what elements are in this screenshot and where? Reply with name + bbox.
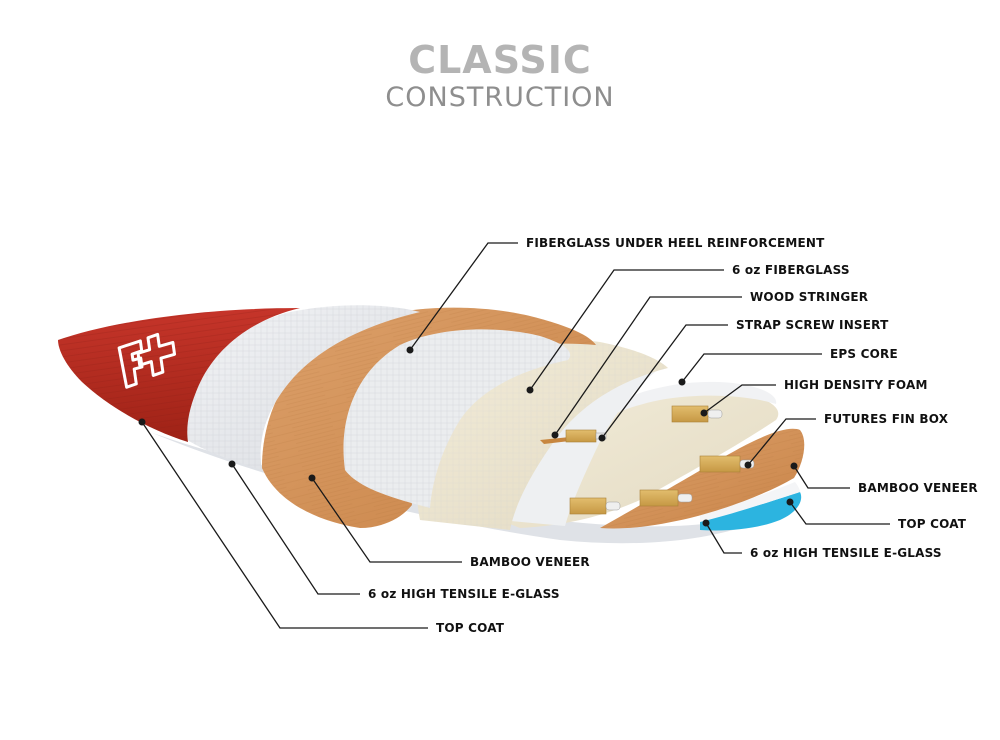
arrowhead-wood-stringer [551, 431, 559, 439]
red-top-coat-grain [58, 308, 300, 442]
label-eps-core: EPS CORE [830, 347, 898, 361]
top-e-glass-weave [180, 305, 420, 470]
leader-top-coat-right [789, 501, 890, 525]
label-e-glass-right: 6 oz HIGH TENSILE E-GLASS [750, 546, 942, 560]
label-e-glass-left: 6 oz HIGH TENSILE E-GLASS [368, 587, 560, 601]
leader-fiberglass-6oz [529, 269, 724, 391]
arrowhead-e-glass-right [702, 519, 710, 527]
leader-lines [141, 242, 890, 629]
label-fiberglass-heel: FIBERGLASS UNDER HEEL REINFORCEMENT [526, 236, 825, 250]
label-strap-screw-insert: STRAP SCREW INSERT [736, 318, 889, 332]
callout-labels: FIBERGLASS UNDER HEEL REINFORCEMENT 6 oz… [368, 236, 978, 635]
title-sub: CONSTRUCTION [385, 82, 615, 113]
leader-arrowheads [138, 346, 798, 527]
label-bamboo-veneer-right: BAMBOO VENEER [858, 481, 978, 495]
diagram-title: CLASSIC CONSTRUCTION [0, 38, 1000, 114]
bottom-top-coat-blue [700, 492, 802, 531]
bottom-e-glass-rail [150, 432, 740, 544]
leader-fiberglass-heel [409, 242, 518, 351]
leader-bamboo-veneer-right [793, 465, 850, 489]
leader-e-glass-right [705, 522, 742, 554]
leader-bamboo-veneer-left [311, 477, 462, 563]
fin-box-lower-left [569, 497, 621, 515]
arrowhead-fiberglass-6oz [526, 386, 534, 394]
leader-e-glass-left [231, 463, 360, 595]
fin-box-lower-right [639, 489, 693, 507]
leader-eps-core [681, 353, 822, 383]
label-fiberglass-6oz: 6 oz FIBERGLASS [732, 263, 850, 277]
arrowhead-e-glass-left [228, 460, 236, 468]
label-high-density-foam: HIGH DENSITY FOAM [784, 378, 928, 392]
heel-reinforcement-weave [343, 329, 571, 508]
label-top-coat-left: TOP COAT [436, 621, 505, 635]
leader-strap-screw [601, 324, 728, 439]
leader-wood-stringer [554, 296, 742, 436]
label-bamboo-veneer-left: BAMBOO VENEER [470, 555, 590, 569]
title-main: CLASSIC [408, 38, 592, 82]
arrowhead-fiberglass-heel [406, 346, 414, 354]
top-bamboo-grain [262, 307, 596, 528]
label-wood-stringer: WOOD STRINGER [750, 290, 868, 304]
arrowhead-high-density-foam [700, 409, 708, 417]
inner-fiberglass-layer [500, 365, 660, 526]
arrowhead-bamboo-veneer-left [308, 474, 316, 482]
bottom-e-glass-tail [700, 482, 801, 522]
leader-high-density-foam [703, 384, 776, 414]
label-futures-fin-box: FUTURES FIN BOX [824, 412, 949, 426]
arrowhead-futures-fin-box [744, 461, 752, 469]
label-top-coat-right: TOP COAT [898, 517, 967, 531]
arrowhead-top-coat-right [786, 498, 794, 506]
arrowhead-top-coat-left [138, 418, 146, 426]
f-plus-logo [117, 332, 177, 389]
arrowhead-eps-core [678, 378, 686, 386]
arrowhead-strap-screw [598, 434, 606, 442]
leader-futures-fin-box [747, 418, 816, 466]
surfboard-cutaway [58, 305, 805, 544]
leader-top-coat-left [141, 421, 428, 629]
arrowhead-bamboo-veneer-right [790, 462, 798, 470]
fin-box-upper [671, 405, 723, 423]
